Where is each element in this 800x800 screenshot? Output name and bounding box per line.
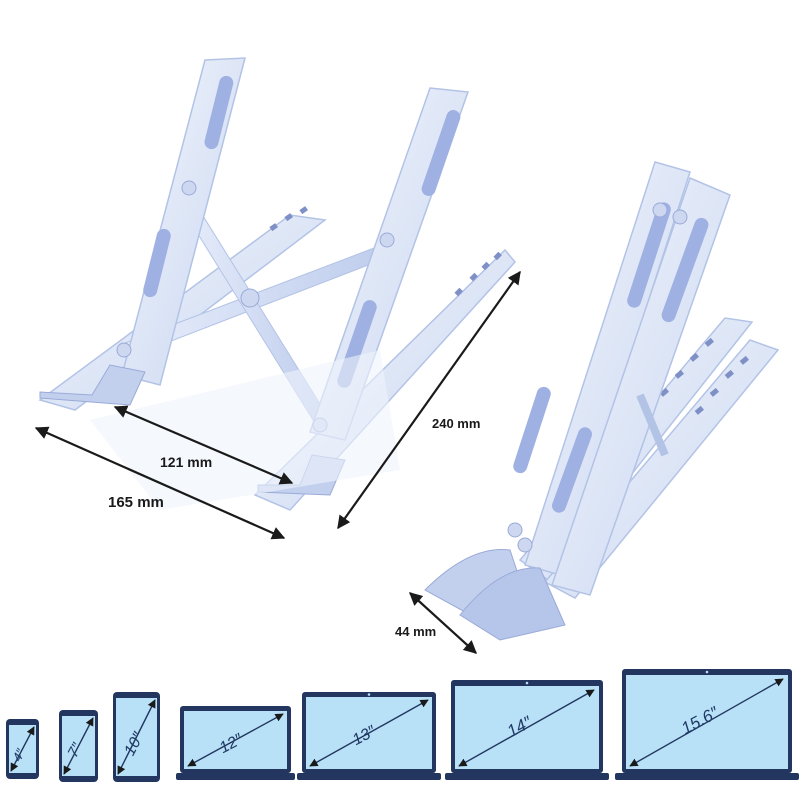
device-laptop-15-6: 15.6″ — [615, 669, 799, 780]
device-size-row: 4″ 7″ 10″ 12″ — [6, 669, 799, 782]
folded-brace — [636, 393, 669, 457]
left-base-rail — [38, 214, 327, 411]
right-upright-pad — [421, 110, 461, 196]
device-phone-4: 4″ — [6, 719, 39, 779]
left-upright-pad-lower — [143, 228, 171, 298]
open-stand — [38, 57, 516, 511]
folded-pad-d — [552, 427, 592, 513]
left-upright-pad — [204, 75, 234, 150]
folded-pad-c — [513, 386, 551, 474]
folded-pad-a — [627, 202, 671, 308]
dim-label-121: 121 mm — [160, 454, 212, 470]
folded-lip-front — [459, 567, 566, 641]
device-laptop-13: 13″ — [297, 692, 441, 780]
device-laptop-12: 12″ — [176, 706, 295, 780]
dim-label-240: 240 mm — [432, 416, 480, 431]
dim-label-165: 165 mm — [108, 494, 164, 511]
left-upright-knob — [181, 180, 197, 196]
arrow-44 — [409, 592, 477, 654]
folded-stand — [424, 161, 780, 641]
device-tablet-10: 10″ — [113, 692, 160, 782]
folded-knob-d — [517, 537, 533, 553]
arrow-121 — [113, 405, 294, 485]
folded-knob-b — [672, 209, 688, 225]
dimension-arrows — [34, 270, 521, 654]
device-laptop-14: 14″ — [445, 680, 609, 780]
folded-knob-a — [652, 202, 668, 218]
pivot-joint — [240, 288, 260, 308]
left-front-lip — [39, 364, 146, 406]
left-lower-knob — [116, 342, 132, 358]
dim-label-44: 44 mm — [395, 624, 436, 639]
folded-rail-slots — [659, 337, 749, 415]
folded-knob-c — [507, 522, 523, 538]
device-phone-7: 7″ — [59, 710, 98, 782]
right-upright-knob — [379, 232, 395, 248]
arrow-240 — [337, 270, 521, 530]
folded-pad-b — [661, 217, 709, 323]
